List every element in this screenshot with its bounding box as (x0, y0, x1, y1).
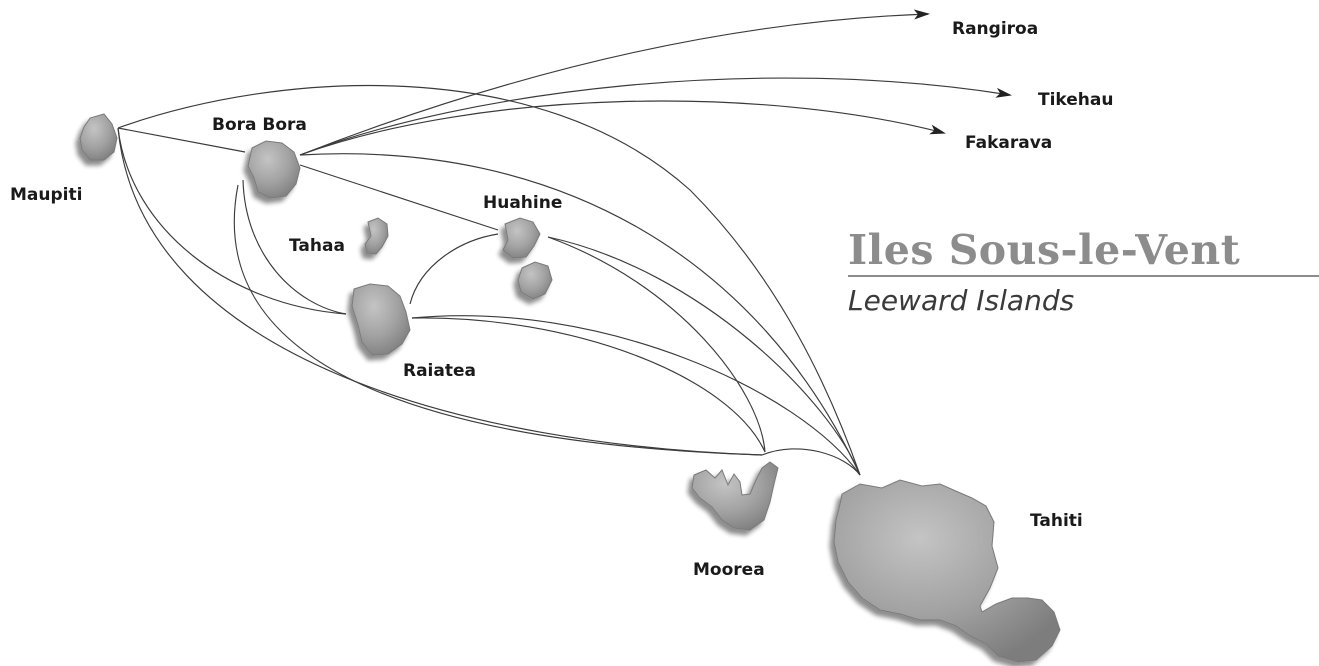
region-title: Iles Sous-le-Vent (848, 226, 1241, 274)
bora-bora-island-shape (247, 140, 301, 199)
route-maupiti-tahiti (117, 85, 861, 476)
route-huahine-moorea (547, 236, 766, 453)
route-bora-bora-fakarava (299, 100, 946, 156)
route-huahine-tahiti (547, 236, 861, 476)
maupiti-label: Maupiti (10, 185, 83, 205)
routes (117, 9, 1012, 476)
raiatea-island-shape (351, 283, 411, 356)
route-maupiti-bora-bora (117, 127, 246, 153)
route-raiatea-tahiti (411, 315, 861, 476)
route-moorea-tahiti (761, 448, 861, 476)
islands (79, 113, 1061, 663)
tikehau-label: Tikehau (1038, 90, 1114, 110)
region-title-underline (848, 275, 1319, 277)
route-bora-bora-tikehau (299, 77, 1012, 156)
route-maupiti-moorea (117, 127, 763, 456)
rangiroa-label: Rangiroa (952, 19, 1039, 39)
tahiti-island-shape (833, 479, 1061, 663)
huahine-south-island-shape (517, 261, 553, 300)
fakarava-label: Fakarava (965, 133, 1053, 153)
route-bora-bora-huahine (299, 164, 499, 231)
raiatea-label: Raiatea (403, 361, 476, 381)
route-bora-bora-tahiti (299, 153, 861, 476)
tahaa-label: Tahaa (289, 236, 345, 256)
route-bora-bora-rangiroa (299, 9, 930, 156)
moorea-island-shape (691, 461, 779, 531)
tahaa-island-shape (364, 217, 389, 255)
route-raiatea-moorea (411, 317, 766, 453)
moorea-label: Moorea (693, 560, 765, 580)
route-raiatea-huahine (409, 233, 499, 305)
route-maupiti-raiatea (117, 127, 347, 315)
region-subtitle: Leeward Islands (848, 284, 1075, 317)
huahine-label: Huahine (483, 193, 563, 213)
bora-bora-label: Bora Bora (212, 115, 307, 135)
tahiti-label: Tahiti (1030, 511, 1083, 531)
route-bora-bora-raiatea (242, 179, 347, 315)
huahine-north-island-shape (502, 217, 541, 259)
maupiti-island-shape (79, 113, 118, 161)
route-bora-bora-moorea (233, 184, 763, 456)
